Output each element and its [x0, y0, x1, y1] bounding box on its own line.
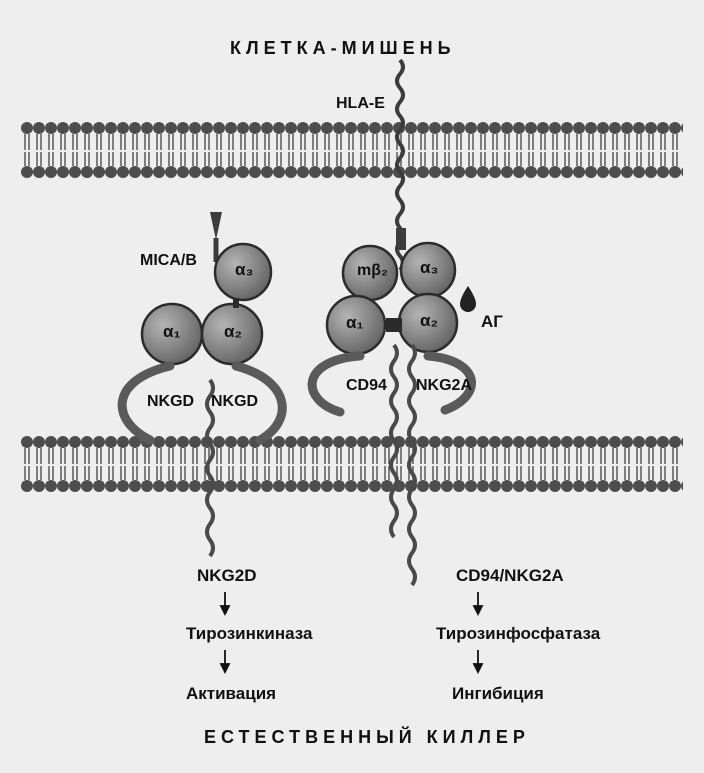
antigen-label: АГ	[481, 312, 503, 332]
right-outcome-label: Ингибиция	[452, 684, 544, 704]
nkgd-right-label: NKGD	[211, 393, 258, 411]
killer-cell-title: ЕСТЕСТВЕННЫЙ КИЛЛЕР	[204, 727, 530, 748]
hla-e-alpha3-text: α₃	[420, 258, 438, 278]
right-receptor-label: CD94/NKG2A	[456, 566, 564, 586]
mica-alpha3-text: α₃	[235, 260, 253, 280]
mica-anchor	[210, 212, 222, 240]
killer-cell-membrane	[21, 434, 683, 494]
right-enzyme-label: Тирозинфосфатаза	[436, 624, 600, 644]
hla-e-alpha2-text: α₂	[420, 311, 438, 331]
left-receptor-label: NKG2D	[197, 566, 257, 586]
hla-e-label: HLA-E	[336, 95, 385, 113]
target-cell-title: КЛЕТКА-МИШЕНЬ	[230, 38, 456, 59]
cd94-label: CD94	[346, 377, 387, 395]
mica-alpha1-text: α₁	[163, 322, 180, 342]
mica-label: MICA/B	[140, 252, 197, 270]
nkgd-left-label: NKGD	[147, 393, 194, 411]
nkg2a-label: NKG2A	[416, 377, 472, 395]
left-enzyme-label: Тирозинкиназа	[186, 624, 312, 644]
mica-alpha2-text: α₂	[224, 322, 242, 342]
target-cell-membrane	[21, 118, 683, 178]
antigen-peptide-icon	[460, 286, 476, 312]
hla-e-mbeta2-text: mβ₂	[357, 262, 388, 280]
hla-e-alpha1-text: α₁	[346, 313, 363, 333]
cd94-stalk	[391, 345, 397, 537]
left-outcome-label: Активация	[186, 684, 276, 704]
